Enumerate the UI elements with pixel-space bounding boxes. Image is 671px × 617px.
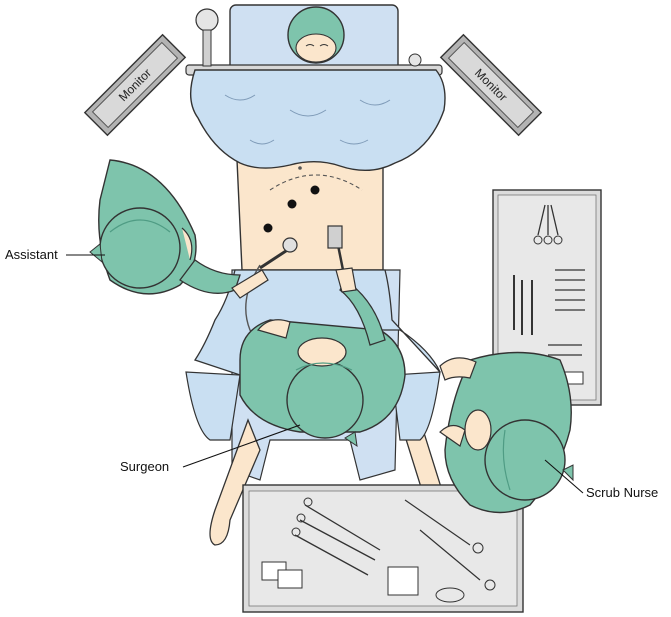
- scrub-nurse-label: Scrub Nurse: [586, 485, 658, 500]
- assistant-figure: [89, 159, 269, 299]
- monitor-left: Monitor: [83, 33, 187, 137]
- scrub-nurse-figure: [439, 351, 574, 514]
- surgeon-figure: [239, 267, 406, 448]
- assistant-label: Assistant: [5, 247, 58, 262]
- monitor-right: Monitor: [439, 33, 543, 137]
- surgical-drape: [190, 69, 446, 376]
- label-leaders: [66, 254, 584, 494]
- surgeon-label: Surgeon: [120, 459, 169, 474]
